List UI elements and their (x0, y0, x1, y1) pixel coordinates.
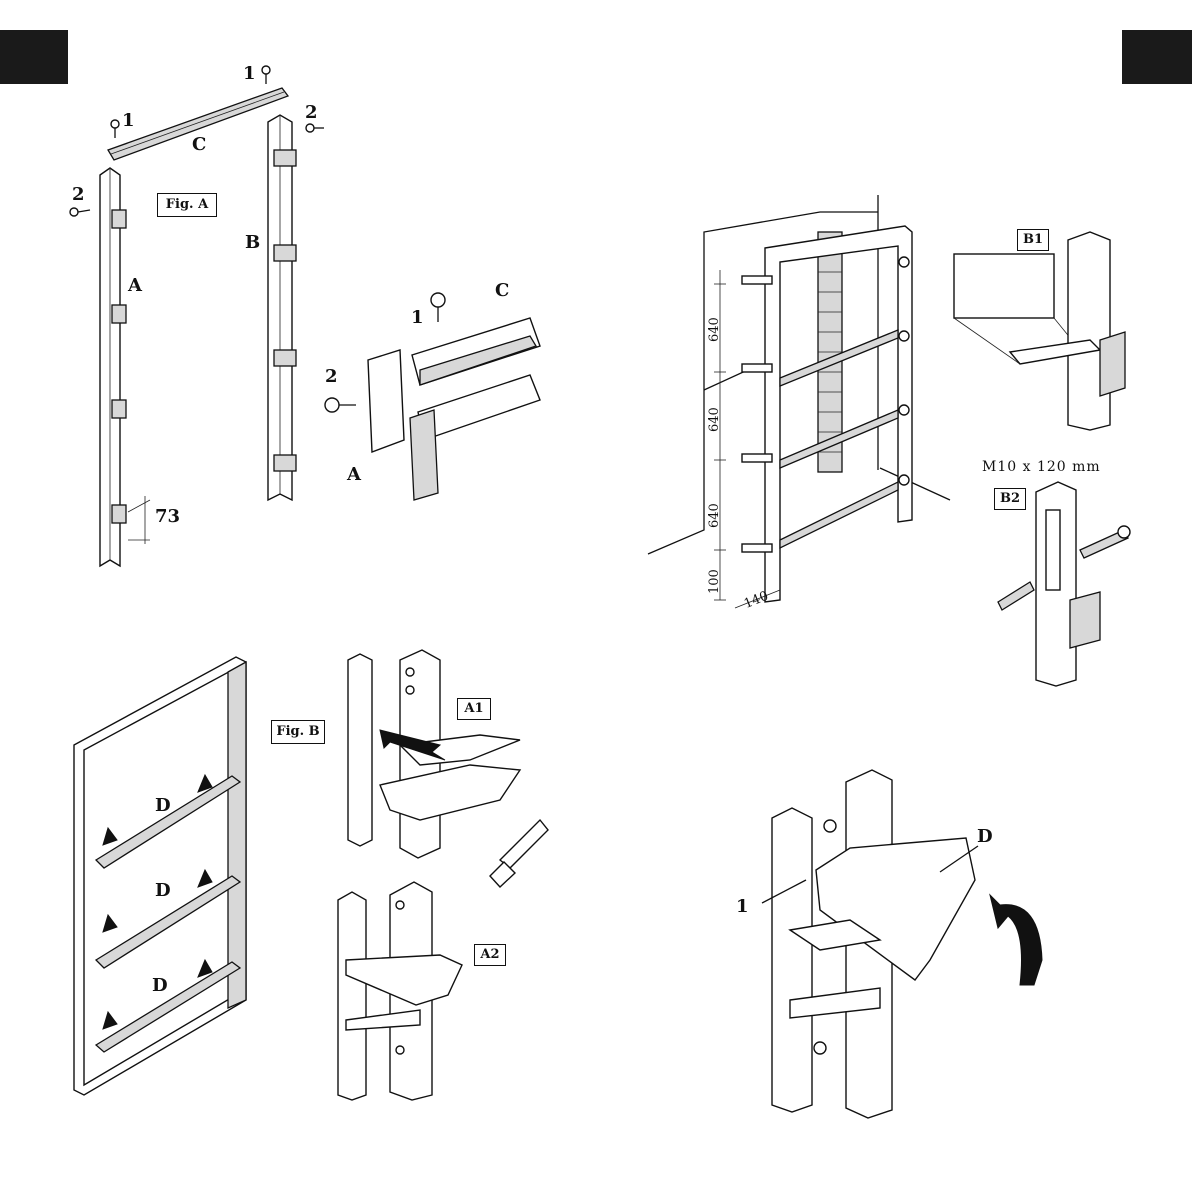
figA-profile-a (100, 168, 150, 566)
fig-a-caption: Fig. A (157, 193, 217, 217)
figB-frame (74, 657, 246, 1095)
fig-b-caption: Fig. B (271, 720, 325, 744)
dimension-100: 100 (707, 569, 722, 594)
label-detail-screw-2: 2 (325, 366, 338, 387)
label-rail-d-1: D (155, 795, 171, 816)
figA-profile-b (268, 115, 296, 500)
label-screw-2-right: 2 (305, 102, 318, 123)
detail-b1-caption: B1 (1017, 229, 1049, 251)
detail-b1 (954, 232, 1125, 430)
detail-d-clip (762, 770, 978, 1118)
detail-a2-bracket (338, 882, 462, 1100)
wall-installation (648, 195, 950, 608)
label-detail-a: A (347, 464, 361, 485)
detail-a2-caption: A2 (474, 944, 506, 966)
label-rail-d-3: D (152, 975, 168, 996)
label-rail-d-2: D (155, 880, 171, 901)
dimension-640-middle: 640 (707, 407, 722, 432)
detail-b2 (998, 482, 1130, 686)
label-detail-c: C (495, 280, 509, 301)
label-detail-screw-1-d: 1 (736, 896, 749, 917)
rotate-arrow-icon (990, 895, 1042, 985)
label-part-a: A (128, 275, 142, 296)
label-screw-2-left: 2 (72, 184, 85, 205)
label-screw-1-top: 1 (243, 63, 256, 84)
label-part-c: C (192, 134, 206, 155)
dimension-640-bottom: 640 (707, 503, 722, 528)
label-part-b: B (245, 232, 260, 253)
label-screw-1-left: 1 (122, 110, 135, 131)
detail-a1-caption: A1 (457, 698, 491, 720)
detail-a1-bracket (348, 650, 548, 887)
dimension-73: 73 (155, 506, 180, 527)
anchor-size-label: M10 x 120 mm (982, 459, 1101, 475)
detail-b2-caption: B2 (994, 488, 1026, 510)
label-detail-d: D (977, 826, 993, 847)
label-detail-screw-1: 1 (411, 307, 424, 328)
dimension-640-top: 640 (707, 317, 722, 342)
